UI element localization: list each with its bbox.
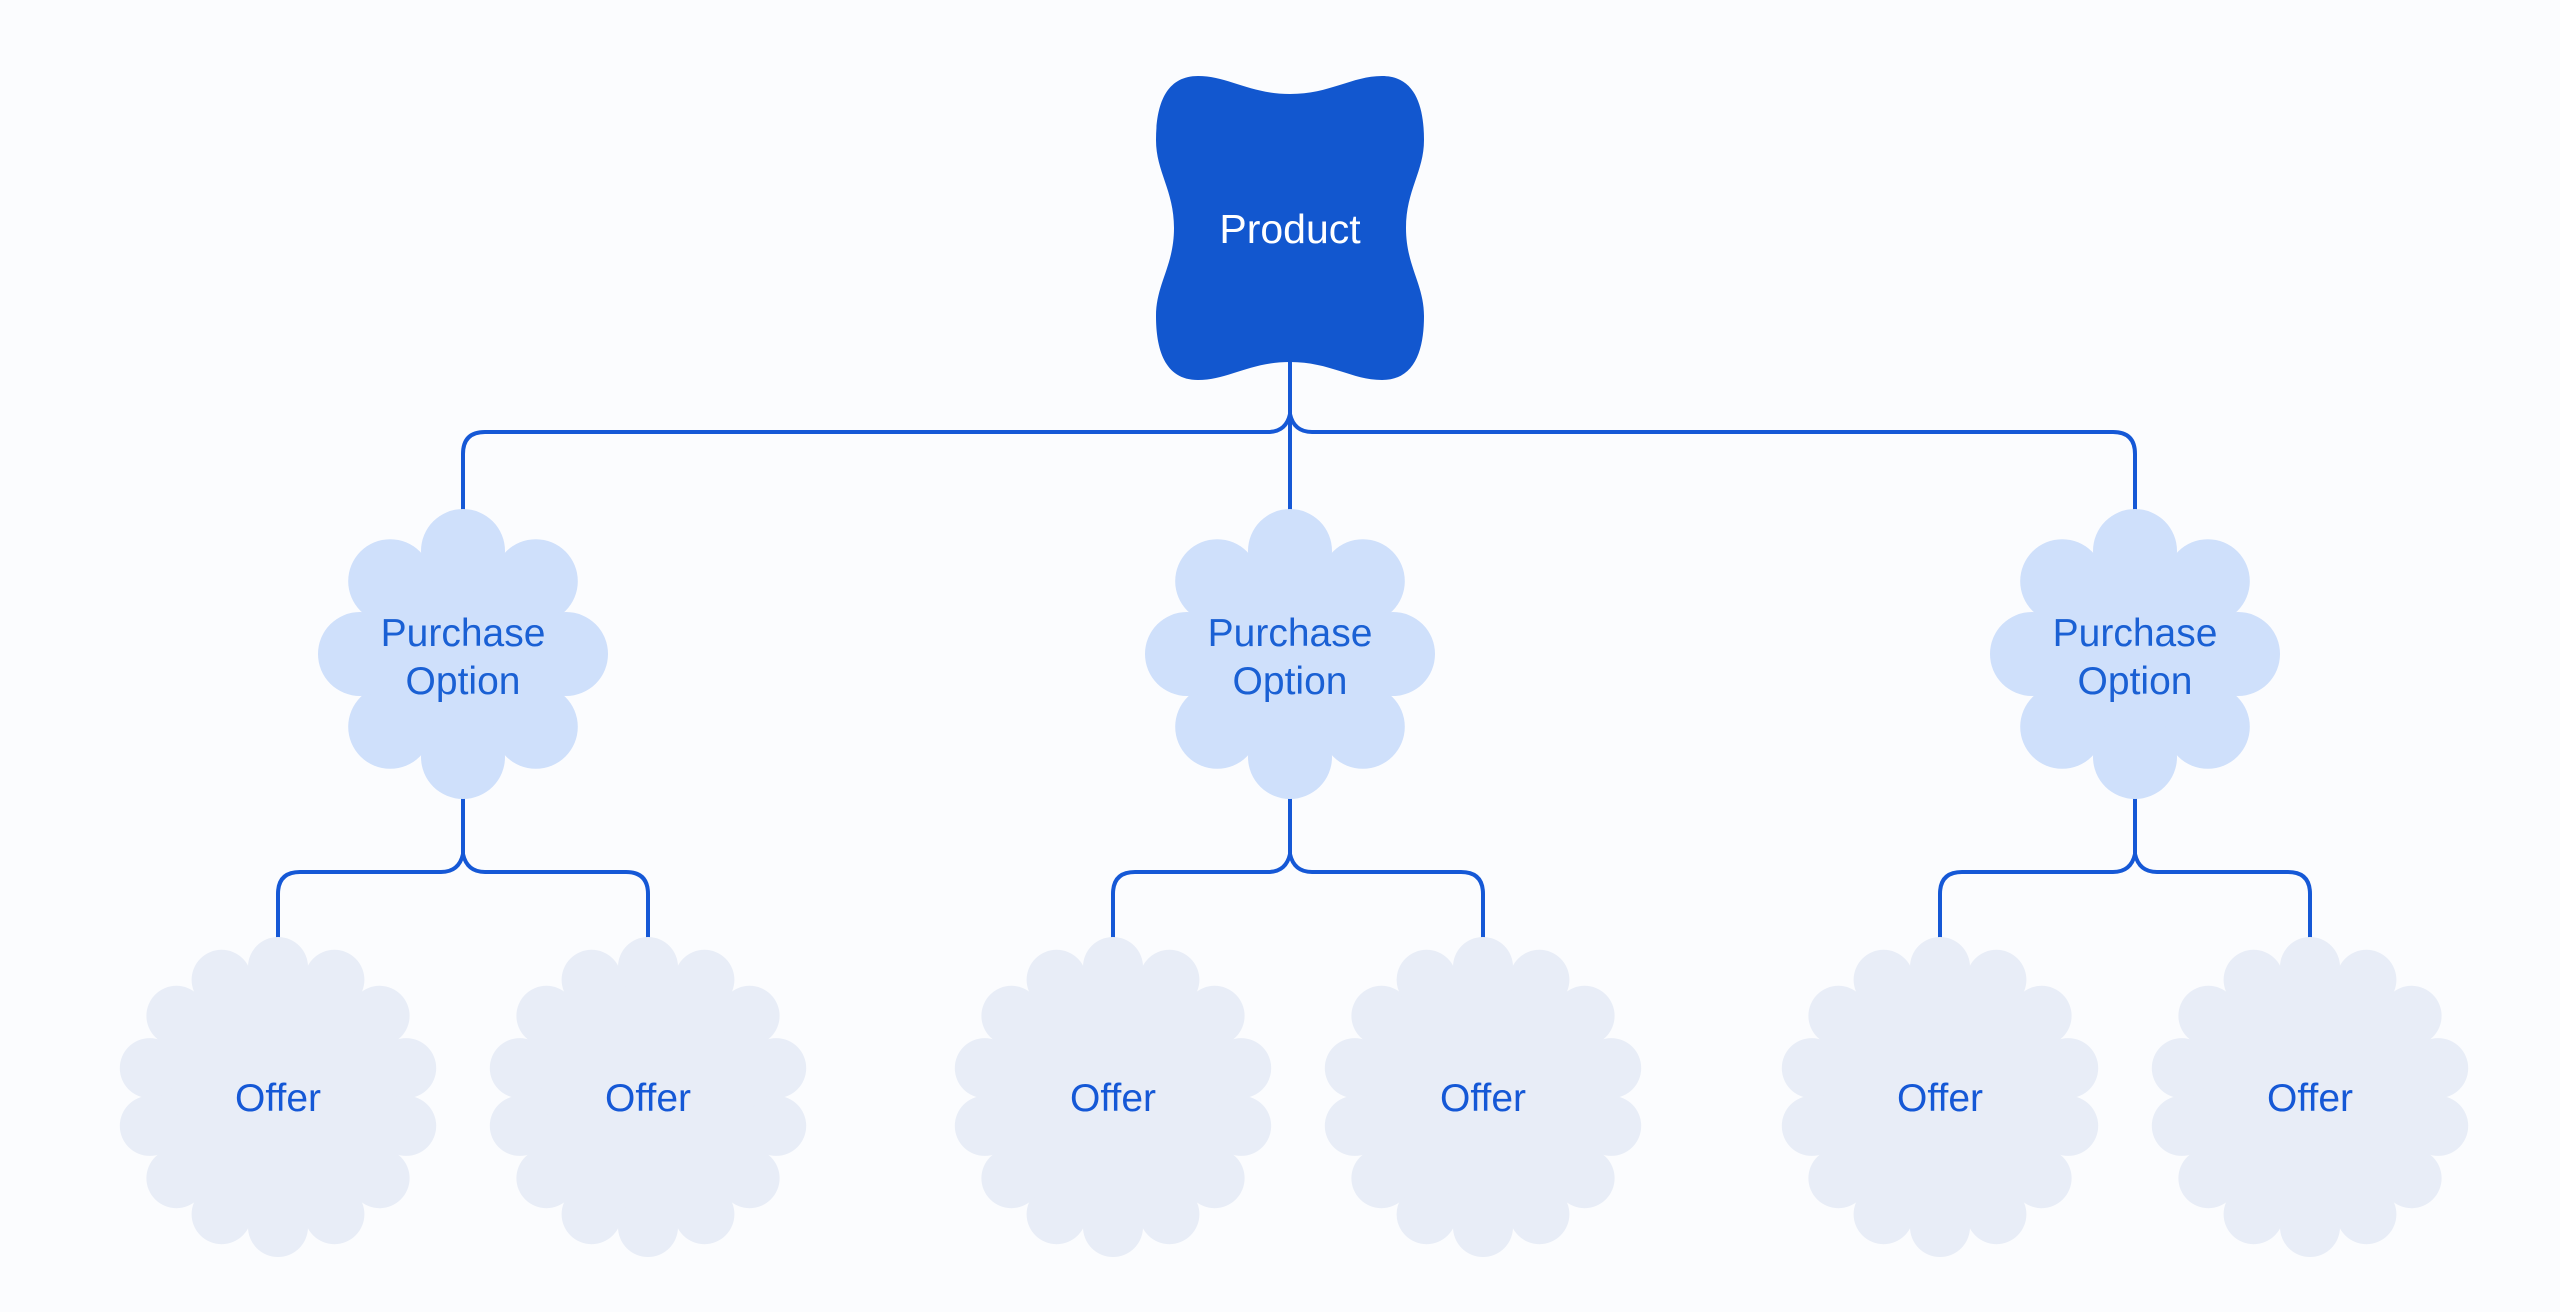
offer-scallops-1 [119, 937, 437, 1257]
node-offer-4[interactable]: Offer [1324, 937, 1642, 1257]
node-product-root[interactable]: Product [1156, 76, 1424, 380]
node-offer-5[interactable]: Offer [1781, 937, 2099, 1257]
offer-body-5 [1814, 971, 2066, 1223]
node-offer-2[interactable]: Offer [489, 937, 807, 1257]
purchase-option-nodes-row: Purchase Option Purchase Option [318, 509, 2280, 799]
connector-option3-to-offer5 [1938, 852, 2137, 952]
node-purchase-option-1[interactable]: Purchase Option [318, 509, 608, 799]
offer-body-3 [987, 971, 1239, 1223]
connector-root-to-option-1 [461, 412, 1292, 522]
connector-option2-to-offer4 [1288, 852, 1485, 952]
offer-body-6 [2184, 971, 2436, 1223]
offer-scallops-5 [1781, 937, 2099, 1257]
node-purchase-option-3[interactable]: Purchase Option [1990, 509, 2280, 799]
offer-body-4 [1357, 971, 1609, 1223]
offer-scallops-4 [1324, 937, 1642, 1257]
offer-nodes-row: Offer Offer [119, 937, 2469, 1257]
option-lobes-1 [318, 509, 608, 799]
option-lobes-3 [1990, 509, 2280, 799]
connector-group-tier1 [461, 360, 2137, 522]
offer-body-2 [522, 971, 774, 1223]
offer-scallops-3 [954, 937, 1272, 1257]
offer-scallops-6 [2151, 937, 2469, 1257]
connector-option1-to-offer1 [276, 852, 465, 952]
offer-scallops-2 [489, 937, 807, 1257]
node-offer-1[interactable]: Offer [119, 937, 437, 1257]
offer-body-1 [152, 971, 404, 1223]
connector-root-to-option-3 [1288, 412, 2137, 522]
connector-group-tier2 [276, 788, 2312, 952]
product-body [1156, 76, 1424, 380]
option-lobes-2 [1145, 509, 1435, 799]
node-offer-6[interactable]: Offer [2151, 937, 2469, 1257]
connector-option2-to-offer3 [1111, 852, 1292, 952]
node-offer-3[interactable]: Offer [954, 937, 1272, 1257]
connector-option3-to-offer6 [2133, 852, 2312, 952]
node-purchase-option-2[interactable]: Purchase Option [1145, 509, 1435, 799]
connector-option1-to-offer2 [461, 852, 650, 952]
